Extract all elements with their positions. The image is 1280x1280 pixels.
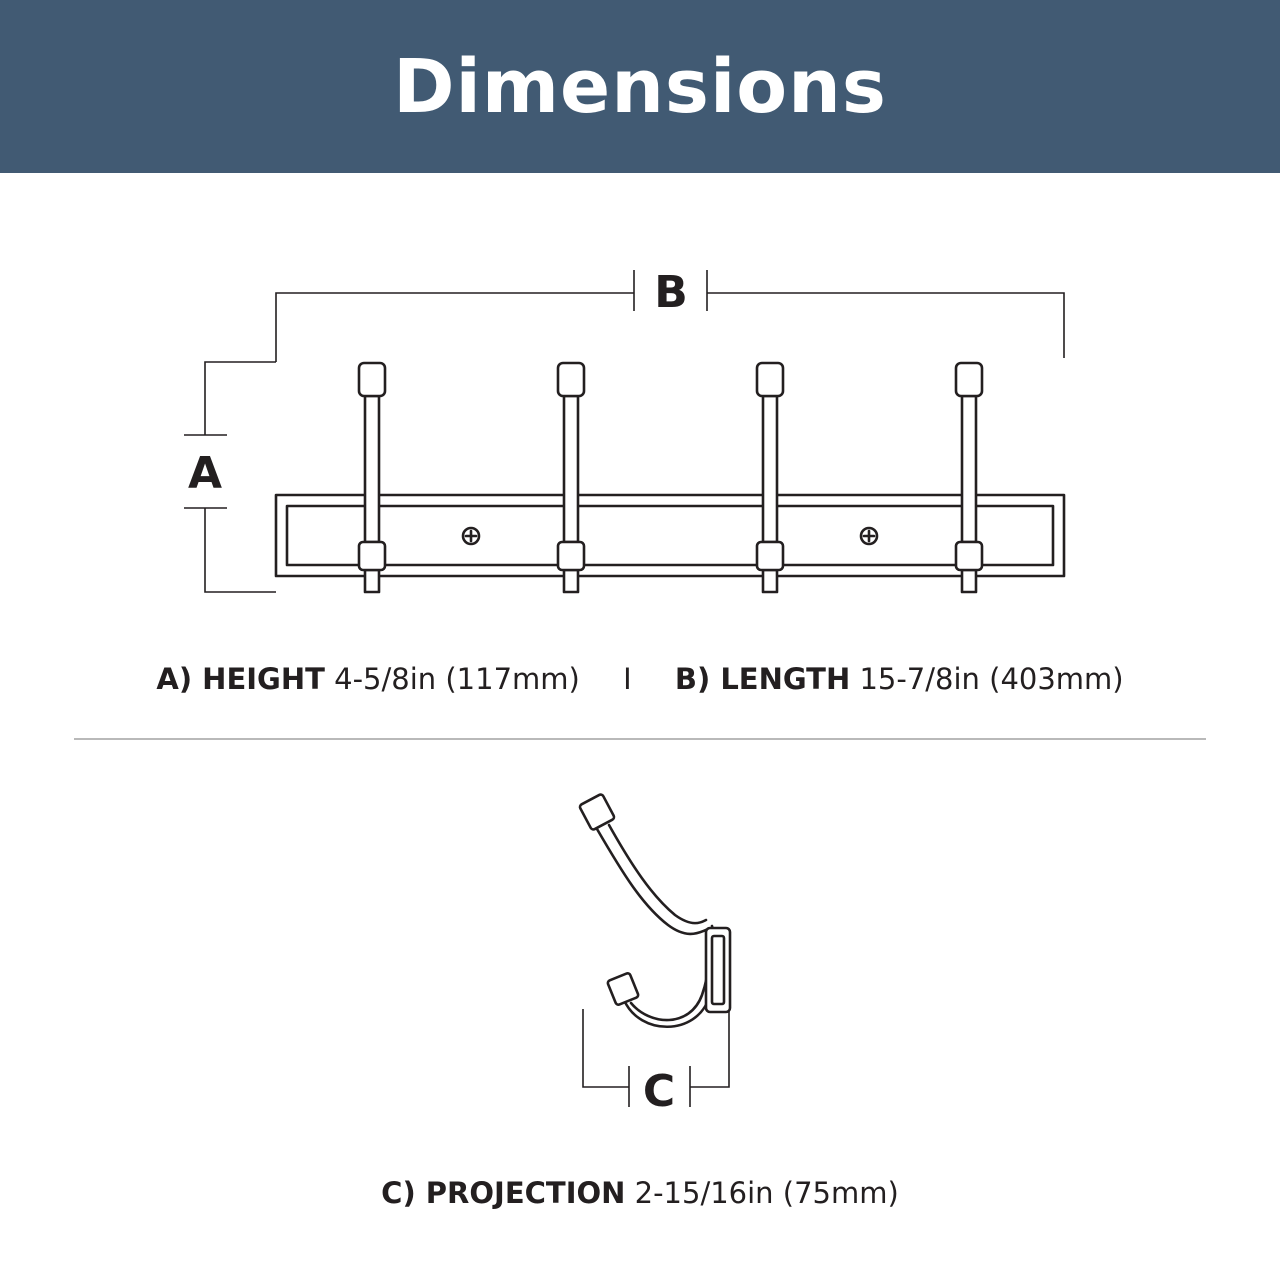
hook-side-profile <box>578 793 732 1029</box>
hook-2 <box>556 361 586 594</box>
hook-rack <box>274 361 1066 594</box>
divider <box>74 738 1206 740</box>
spec-length-label: B) LENGTH <box>674 662 851 696</box>
dimension-label-b: B <box>654 267 688 318</box>
hook-4 <box>954 361 984 594</box>
dimension-label-c: C <box>643 1066 675 1117</box>
spec-height-label: A) HEIGHT <box>156 662 325 696</box>
dimension-a: A <box>184 361 276 593</box>
spec-row-projection: C) PROJECTION 2-15/16in (75mm) <box>0 1176 1280 1210</box>
spec-projection-label: C) PROJECTION <box>381 1176 626 1210</box>
upper-tip <box>578 793 616 831</box>
spec-height-value: 4-5/8in (117mm) <box>334 662 580 696</box>
hook-3 <box>755 361 785 594</box>
header-banner: Dimensions <box>0 0 1280 173</box>
page-title: Dimensions <box>393 43 887 130</box>
spec-separator: I <box>623 662 632 696</box>
screw-icon <box>461 526 481 546</box>
dimension-label-a: A <box>188 448 222 499</box>
dimension-b: B <box>275 267 1065 362</box>
hook-1 <box>357 361 387 594</box>
spec-projection-value: 2-15/16in (75mm) <box>634 1176 899 1210</box>
rail-inner <box>285 504 1055 567</box>
lower-tip <box>606 972 640 1006</box>
spec-length-value: 15-7/8in (403mm) <box>859 662 1124 696</box>
spec-row-height-length: A) HEIGHT 4-5/8in (117mm) I B) LENGTH 15… <box>0 662 1280 696</box>
dimension-c: C <box>582 1009 730 1117</box>
screw-icon <box>859 526 879 546</box>
